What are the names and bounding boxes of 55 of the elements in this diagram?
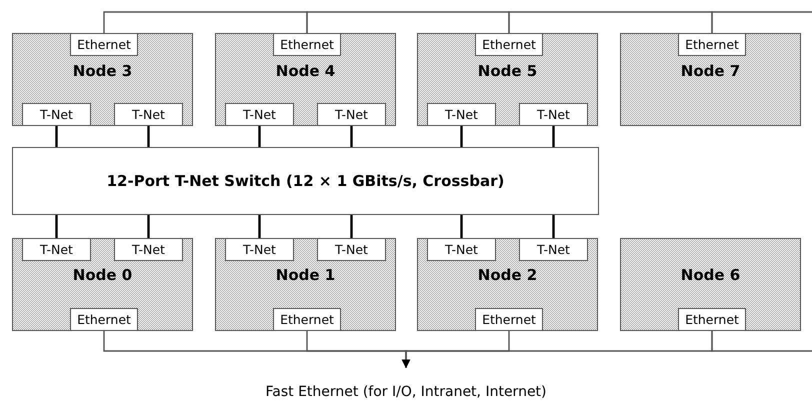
node-title: Node 6: [680, 266, 740, 284]
node-title: Node 2: [478, 266, 538, 284]
network-port-box: Ethernet: [678, 308, 746, 331]
network-port-box: T-Net: [427, 103, 496, 126]
network-port-box: T-Net: [22, 103, 91, 126]
node-title: Node 7: [680, 62, 740, 80]
connector-line: [55, 215, 58, 238]
connector-line: [460, 215, 463, 238]
connector-line: [460, 126, 463, 147]
network-port-box: Ethernet: [70, 33, 138, 56]
network-port-box: T-Net: [317, 103, 386, 126]
connector-line: [350, 126, 353, 147]
computer-node-box: [620, 238, 801, 331]
node-title: Node 5: [478, 62, 538, 80]
connector-line: [711, 11, 812, 33]
computer-node-box: [417, 33, 598, 126]
switch-box: 12-Port T-Net Switch (12 × 1 GBits/s, Crossbar): [12, 147, 599, 215]
connector-line: [350, 215, 353, 238]
connector-line: [552, 126, 555, 147]
node-title: Node 3: [72, 62, 132, 80]
connector-line: [711, 331, 812, 352]
connector-line: [147, 126, 150, 147]
network-port-box: Ethernet: [678, 33, 746, 56]
network-port-box: Ethernet: [70, 308, 138, 331]
network-port-box: Ethernet: [273, 33, 341, 56]
network-port-box: T-Net: [519, 238, 588, 261]
network-port-box: T-Net: [427, 238, 496, 261]
connector-line: [55, 126, 58, 147]
connector-line: [508, 11, 713, 33]
computer-node-box: [620, 33, 801, 126]
node-title: Node 0: [72, 266, 132, 284]
computer-node-box: [417, 238, 598, 331]
network-port-box: T-Net: [114, 103, 183, 126]
network-port-box: T-Net: [225, 238, 294, 261]
network-port-box: T-Net: [225, 103, 294, 126]
network-label: Fast Ethernet (for I/O, Intranet, Internet): [200, 370, 612, 400]
network-port-box: T-Net: [519, 103, 588, 126]
node-title: Node 4: [276, 62, 336, 80]
computer-node-box: [12, 33, 193, 126]
connector-line: [258, 126, 261, 147]
computer-node-box: [215, 238, 396, 331]
computer-node-box: [215, 33, 396, 126]
connector-line: [103, 11, 308, 33]
connector-line: [147, 215, 150, 238]
network-port-box: Ethernet: [475, 33, 543, 56]
node-title: Node 1: [276, 266, 336, 284]
network-port-box: Ethernet: [273, 308, 341, 331]
connector-line: [258, 215, 261, 238]
computer-node-box: [12, 238, 193, 331]
connector-line: [306, 11, 510, 33]
network-port-box: T-Net: [22, 238, 91, 261]
network-port-box: Ethernet: [475, 308, 543, 331]
network-port-box: T-Net: [114, 238, 183, 261]
network-port-box: T-Net: [317, 238, 386, 261]
connector-line: [552, 215, 555, 238]
